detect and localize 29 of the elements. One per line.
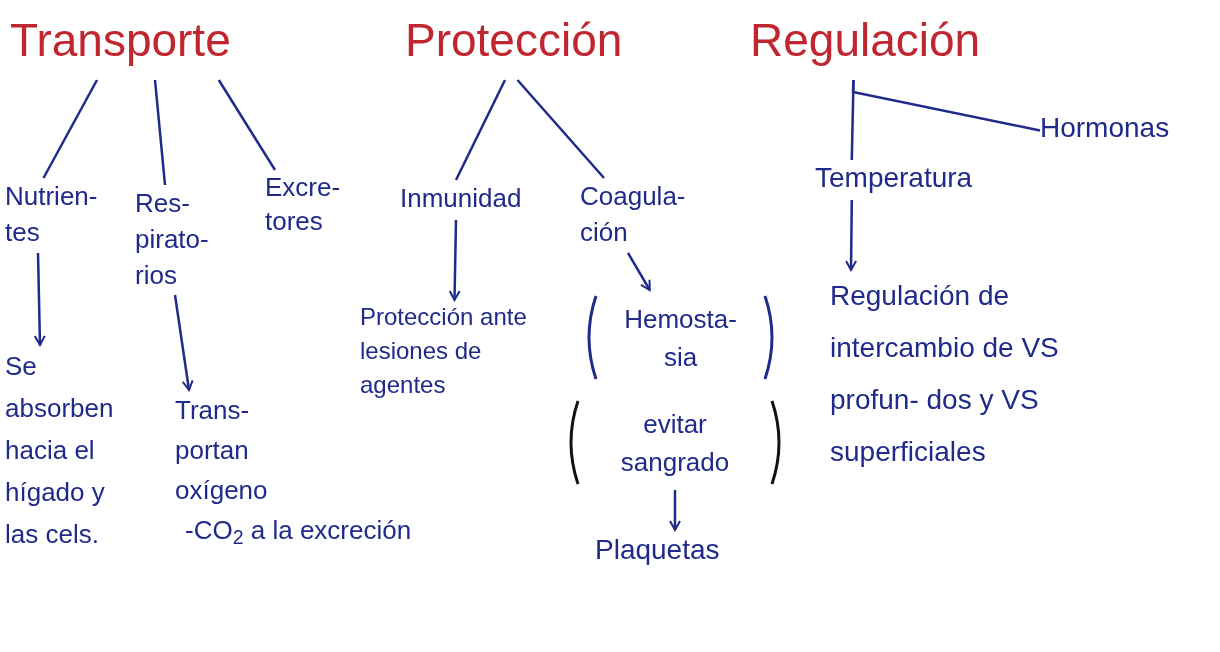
connector-line bbox=[217, 79, 277, 171]
arrow bbox=[173, 294, 194, 391]
connector-line bbox=[516, 79, 605, 179]
connector-line bbox=[454, 79, 507, 181]
arrow bbox=[845, 200, 858, 271]
arrow bbox=[669, 490, 681, 531]
concept-text: Res- pirato- rios bbox=[135, 187, 210, 292]
connector-line bbox=[851, 79, 1041, 132]
concept-text: Hemosta- sia bbox=[623, 302, 738, 374]
heading-text: Protección bbox=[405, 13, 623, 68]
concept-text: Hormonas bbox=[1040, 111, 1170, 145]
arrow bbox=[448, 219, 461, 301]
concept-text: Se absorben hacia el hígado y las cels. bbox=[5, 350, 115, 551]
heading-text: Regulación bbox=[750, 13, 980, 68]
concept-text: Inmunidad bbox=[400, 182, 522, 215]
concept-text: Protección ante lesiones de agentes bbox=[360, 302, 528, 400]
arrow bbox=[33, 252, 46, 346]
concept-text: Regulación de intercambio de VS profun- dos y VS superficiales bbox=[830, 279, 1060, 469]
concept-text: Temperatura bbox=[815, 161, 973, 195]
concept-text: Excre- tores bbox=[265, 171, 342, 238]
concept-text: -CO$_{2}$ a la excreción bbox=[185, 514, 412, 550]
concept-text: Plaquetas bbox=[595, 533, 720, 567]
concept-text: Nutrien- tes bbox=[5, 180, 99, 249]
connector-line bbox=[153, 79, 167, 186]
heading-text: Transporte bbox=[10, 13, 231, 68]
concept-text: evitar sangrado bbox=[619, 407, 731, 479]
connector-line bbox=[42, 79, 99, 179]
arrow bbox=[626, 252, 651, 291]
concept-text: Coagula- ción bbox=[580, 180, 687, 249]
